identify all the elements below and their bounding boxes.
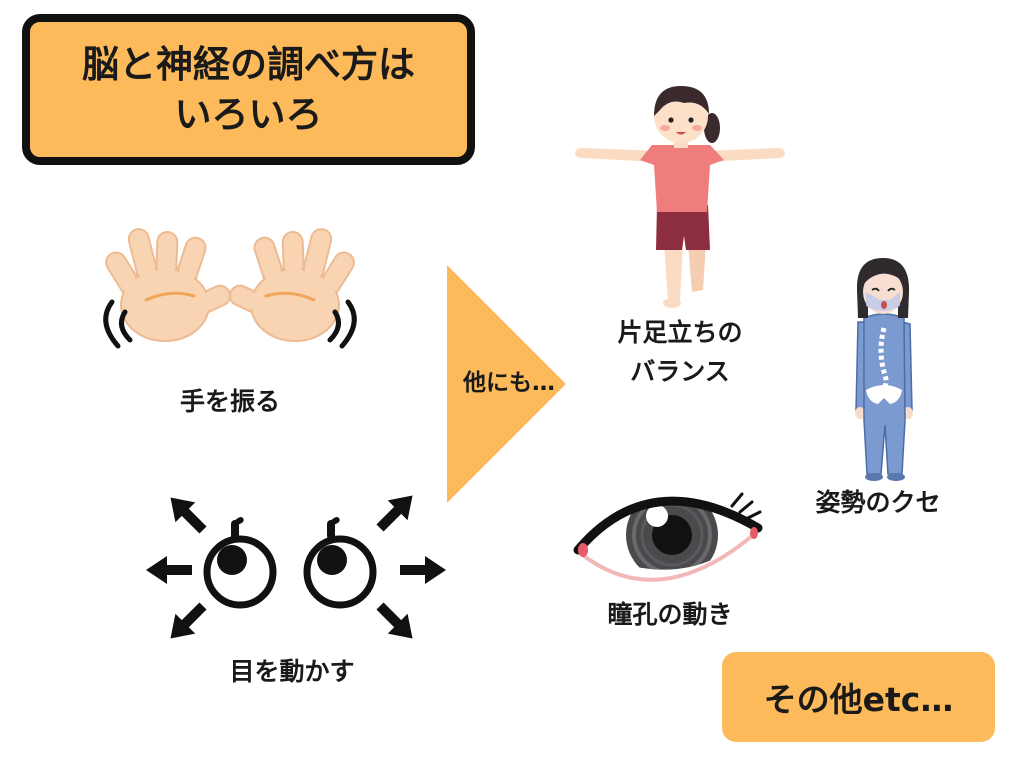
label-pupil: 瞳孔の動き xyxy=(607,600,733,629)
direction-arrows xyxy=(146,485,446,649)
label-wave-hands: 手を振る xyxy=(179,387,281,416)
label-posture: 姿勢のクセ xyxy=(815,488,941,517)
arrow-up-left-icon xyxy=(160,487,213,540)
right-hand-icon xyxy=(227,227,358,346)
others-text: その他etc… xyxy=(763,680,954,719)
others-box: その他etc… xyxy=(722,652,995,742)
one-leg-balance-girl-illustration xyxy=(575,86,785,308)
pupil-eye-illustration xyxy=(573,492,763,582)
label-one-leg-line-1: 片足立ちの xyxy=(617,318,743,347)
arrow-down-left-icon xyxy=(160,596,213,649)
eyelashes xyxy=(730,492,762,521)
label-one-leg-line-2: バランス xyxy=(630,357,730,386)
title-line-2: いろいろ xyxy=(174,92,323,136)
left-hand-icon xyxy=(103,228,231,349)
arrow-right-icon xyxy=(400,556,446,584)
title-line-1: 脳と神経の調べ方は xyxy=(82,42,415,86)
left-eye-icon xyxy=(203,517,277,609)
arrow-down-right-icon xyxy=(370,596,423,649)
label-move-eyes: 目を動かす xyxy=(229,657,355,686)
waving-hands-illustration xyxy=(103,227,358,349)
moving-eyes-illustration xyxy=(146,485,446,649)
wave-motion-icon xyxy=(103,299,133,349)
right-eye-icon xyxy=(303,517,377,609)
label-arrow-others: 他にも… xyxy=(463,370,555,397)
title-box: 脳と神経の調べ方は いろいろ xyxy=(22,14,475,165)
arrow-up-right-icon xyxy=(370,485,423,538)
next-arrow-triangle xyxy=(447,265,566,503)
poor-posture-person-illustration xyxy=(855,258,913,481)
arrow-left-icon xyxy=(146,556,192,584)
